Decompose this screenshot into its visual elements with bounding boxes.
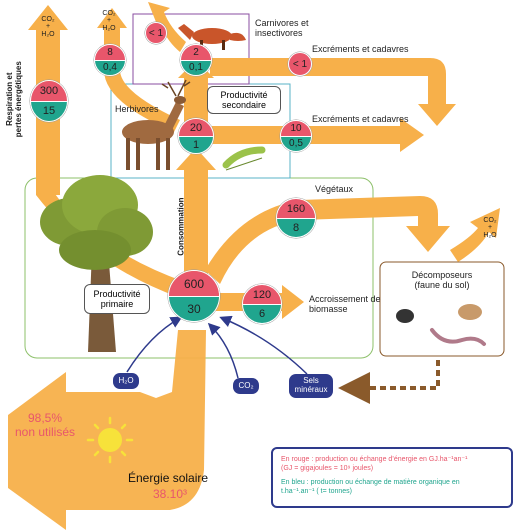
herb-excr-energy: 10: [281, 121, 311, 136]
deer-illustration: [122, 79, 191, 170]
herbivores-node: 20 1: [178, 118, 214, 154]
tree-illustration: [40, 175, 153, 352]
energie-solaire-label: Énergie solaire: [128, 471, 209, 485]
croissance-matter: 6: [243, 304, 281, 323]
excrements-top-label: Excréments et cadavres: [312, 44, 409, 54]
vegetaux-node: 160 8: [276, 198, 316, 238]
non-utilises-label: 98,5% non utilisés: [14, 411, 76, 439]
legend-red-2: (GJ = gigajoules = 10⁹ joules): [281, 465, 374, 473]
caterpillar-illustration: [222, 146, 266, 171]
co2-h2o-label-left: CO₂+H₂O: [41, 16, 55, 38]
co2-h2o-label-decomp: CO₂+H₂O: [483, 217, 497, 239]
co2-pill: CO₂: [233, 378, 259, 394]
herbivores-matter: 1: [179, 136, 213, 153]
excrements-mid-label: Excréments et cadavres: [312, 114, 409, 124]
vegetaux-label: Végétaux: [315, 184, 354, 194]
consommation-label: Consommation: [176, 197, 186, 256]
co2-flow: [207, 322, 239, 379]
carn-resp-node: < 1: [145, 22, 167, 44]
herb-resp-matter: 0,4: [95, 60, 125, 75]
decomp-resp-arrow: [450, 208, 500, 262]
croissance-node: 120 6: [242, 284, 282, 324]
herb-excr-matter: 0,5: [281, 136, 311, 151]
legend-blue-2: t.ha⁻¹.an⁻¹ ( t= tonnes): [281, 488, 353, 496]
carnivores-label: Carnivores et insectivores: [255, 18, 309, 39]
primary-node: 600 30: [168, 270, 220, 322]
herb-excr-node: 10 0,5: [280, 120, 312, 152]
decomposeurs-label: Décomposeurs (faune du sol): [411, 270, 473, 291]
sels-flow: [219, 315, 308, 375]
herb-resp-node: 8 0,4: [94, 44, 126, 76]
energie-solaire-value: 38.10³: [153, 487, 188, 501]
legend-red-1: En rouge : production ou échange d’énerg…: [281, 456, 468, 463]
fox-illustration: [178, 24, 246, 50]
vegetaux-energy: 160: [277, 199, 315, 218]
herb-resp-arrow: [97, 8, 180, 132]
sun-icon: [86, 416, 134, 464]
primary-matter: 30: [169, 296, 219, 321]
vegetaux-arrow: [205, 196, 450, 284]
legend-box: En rouge : production ou échange d’énerg…: [271, 447, 513, 508]
excr-mid-arrow: [212, 118, 424, 152]
carnivores-matter: 0,1: [181, 60, 211, 75]
respiration-label: Respiration et pertes énergétiques: [4, 61, 23, 138]
herb-to-carn-arrow: [178, 60, 214, 122]
consumption-arrow: [176, 148, 216, 278]
carn-excr-node: < 1: [288, 52, 312, 76]
herbivores-energy: 20: [179, 119, 213, 136]
co2-h2o-label-herb: CO₂+H₂O: [102, 10, 116, 32]
accroissement-label: Accroissement de biomasse: [309, 294, 381, 315]
carn-resp-arrow: [148, 2, 186, 52]
h2o-pill: H₂O: [113, 373, 139, 389]
croissance-energy: 120: [243, 285, 281, 304]
herbivores-label: Herbivores: [115, 104, 159, 114]
respiration-energy: 300: [31, 81, 67, 101]
excr-top-arrow: [210, 58, 456, 126]
respiration-node: 300 15: [30, 80, 68, 122]
respiration-matter: 15: [31, 101, 67, 121]
h2o-flow: [126, 316, 183, 373]
legend-blue-1: En bleu : production ou échange de matiè…: [281, 478, 460, 486]
vegetaux-matter: 8: [277, 218, 315, 237]
herb-resp-energy: 8: [95, 45, 125, 60]
soil-fauna-illustration: [396, 304, 486, 346]
decomposeurs-region: [379, 261, 505, 357]
carnivores-energy: 2: [181, 45, 211, 60]
primary-energy: 600: [169, 271, 219, 296]
carnivores-node: 2 0,1: [180, 44, 212, 76]
mineral-return-flow: [338, 360, 440, 404]
